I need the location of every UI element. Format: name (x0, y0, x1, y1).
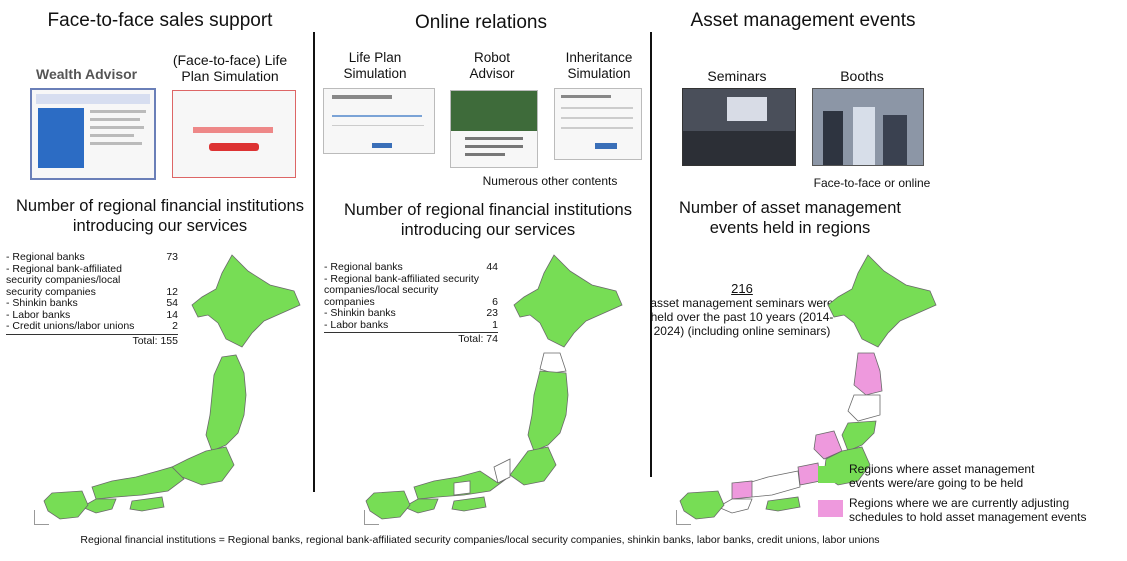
list-item: - Regional bank-affiliated security comp… (324, 272, 498, 308)
booths-label: Booths (840, 68, 884, 84)
japan-map-face-to-face (43, 254, 301, 520)
footnote: Regional financial institutions = Region… (80, 534, 880, 546)
legend-label-held: Regions where asset management events we… (849, 462, 1035, 490)
seminar-stat-number: 216 (731, 281, 753, 296)
map-corner-mark (34, 510, 49, 525)
map-corner-mark (364, 510, 379, 525)
legend-swatch-held (818, 466, 843, 483)
events-section-title: Number of asset management events held i… (679, 199, 901, 237)
japan-map-online (365, 254, 623, 520)
online-caption: Numerous other contents (482, 174, 618, 188)
life-plan-face-screenshot (172, 90, 296, 178)
face-to-face-total: Total: 155 (132, 334, 178, 347)
inheritance-sim-label: Inheritance Simulation (565, 50, 633, 81)
events-caption: Face-to-face or online (813, 176, 931, 190)
robot-advisor-label: Robot Advisor (469, 50, 515, 81)
online-heading: Online relations (414, 12, 548, 33)
life-plan-face-label: (Face-to-face) Life Plan Simulation (172, 52, 288, 84)
list-item: - Regional bank-affiliated security comp… (6, 262, 178, 298)
face-to-face-heading: Face-to-face sales support (47, 10, 273, 31)
divider-left (313, 32, 315, 492)
online-section-title: Number of regional financial institution… (344, 201, 632, 239)
online-total: Total: 74 (458, 333, 498, 345)
seminar-stat: 216 asset management seminars were held … (650, 281, 834, 339)
seminar-stat-text: asset management seminars were held over… (650, 296, 834, 338)
life-plan-online-screenshot (323, 88, 435, 154)
seminars-photo (682, 88, 796, 166)
wealth-advisor-screenshot (30, 88, 156, 180)
legend-swatch-adjusting (818, 500, 843, 517)
events-heading: Asset management events (690, 10, 916, 31)
booths-photo (812, 88, 924, 166)
robot-advisor-screenshot (450, 90, 538, 168)
seminars-label: Seminars (707, 68, 767, 84)
life-plan-online-label: Life Plan Simulation (343, 50, 407, 81)
face-to-face-section-title: Number of regional financial institution… (16, 197, 304, 235)
divider-right (650, 32, 652, 477)
legend-label-adjusting: Regions where we are currently adjusting… (849, 496, 1087, 524)
wealth-advisor-label: Wealth Advisor (36, 66, 138, 82)
inheritance-sim-screenshot (554, 88, 642, 160)
map-corner-mark (676, 510, 691, 525)
